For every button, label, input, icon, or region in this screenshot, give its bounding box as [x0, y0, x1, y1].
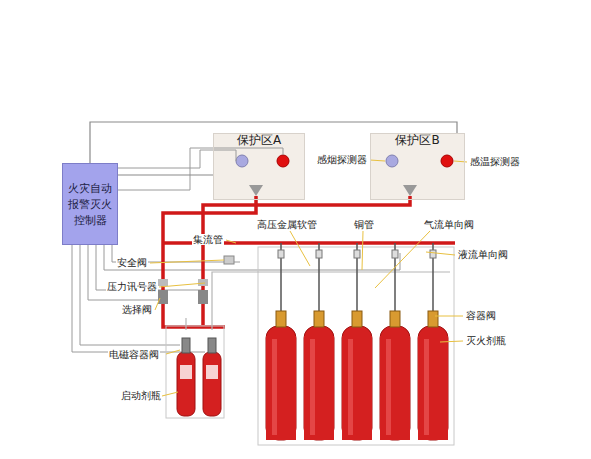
smoke-detector: [236, 155, 248, 167]
selector-valve: [158, 279, 168, 286]
protection-zone: 保护区A: [213, 133, 305, 200]
check-valve: [354, 250, 360, 258]
leader-lines: [166, 350, 180, 354]
check-valve: [392, 250, 398, 258]
part-label: 容器阀: [465, 310, 497, 321]
agent-cylinder-body: [418, 336, 448, 440]
safety-valve: [224, 256, 234, 264]
leader-lines: [375, 231, 430, 288]
starter-cylinder: [203, 352, 221, 416]
nozzle: [403, 185, 417, 196]
leader-lines: [440, 341, 463, 342]
part-label: 电磁容器阀: [108, 349, 160, 360]
signal-wires: [72, 245, 205, 352]
agent-cylinder-body: [342, 336, 372, 440]
container-valve: [390, 311, 400, 327]
agent-cylinder: [418, 326, 448, 440]
leader-lines: [454, 161, 467, 162]
part-label: 铜管: [353, 219, 375, 230]
signal-wires: [118, 150, 236, 168]
check-valve: [316, 250, 322, 258]
wire-line: [118, 174, 213, 175]
signal-wires: [118, 148, 283, 190]
zone-ground: [370, 133, 465, 200]
smoke-detector: [386, 155, 398, 167]
signal-wires: [88, 245, 163, 300]
container-valve: [352, 311, 362, 327]
leader-lines: [155, 298, 160, 310]
agent-cylinder-body: [380, 336, 410, 440]
leader-lines: [290, 231, 310, 266]
controller-label: 火灾自动报警灭火控制器: [68, 180, 112, 229]
leader-lines: [150, 260, 224, 263]
signal-wires: [72, 148, 400, 352]
part-label: 感烟探测器: [316, 154, 368, 165]
copper-tube: [186, 272, 450, 330]
container-valve: [276, 311, 286, 327]
highlight: [386, 339, 391, 435]
agent-rack: [258, 247, 454, 445]
signal-wires: [80, 245, 180, 345]
agent-cylinder-body: [266, 336, 296, 440]
signal-wires: [104, 245, 400, 270]
part-label: 安全阀: [116, 257, 148, 268]
highlight: [348, 339, 353, 435]
container-valve: [314, 311, 324, 327]
highlight: [424, 339, 429, 435]
copper-tube: [212, 272, 450, 330]
agent-cylinder: [266, 326, 296, 440]
solenoid-valve: [208, 338, 216, 353]
leader-lines: [159, 283, 205, 287]
part-label: 灭火剂瓶: [465, 335, 507, 346]
controller-box: 火灾自动报警灭火控制器: [62, 163, 118, 245]
starter-cylinder: [177, 352, 195, 416]
agent-cylinder: [304, 326, 334, 440]
part-label: 液流单向阀: [457, 249, 509, 260]
selector-valve: [198, 290, 208, 304]
part-label: 气流单向阀: [423, 219, 475, 230]
signal-wire: [118, 175, 213, 176]
red-pipes: [203, 196, 410, 325]
nozzle: [249, 185, 263, 196]
leader-lines: [435, 316, 463, 317]
container-valve: [428, 311, 438, 327]
protection-zone: 保护区B: [370, 133, 465, 200]
highlight: [310, 339, 315, 435]
agent-cylinder: [342, 326, 372, 440]
cylinder-tag: [206, 365, 218, 379]
selector-valve: [158, 279, 208, 304]
starter-rack: [166, 326, 224, 418]
cylinders: [177, 243, 448, 440]
leader-lines: [362, 231, 363, 270]
agent-cylinder-body: [304, 336, 334, 440]
selector-valve: [198, 279, 208, 286]
part-label: 感温探测器: [469, 156, 521, 167]
zone-title: 保护区A: [214, 133, 304, 147]
zone-title: 保护区B: [371, 133, 464, 147]
leader-lines: [150, 160, 467, 396]
red-pipes: [163, 196, 455, 327]
part-label: 启动剂瓶: [120, 390, 162, 401]
part-label: 选择阀: [121, 304, 153, 315]
heat-detector: [441, 155, 453, 167]
part-label: 集流管: [192, 234, 224, 245]
highlight: [272, 339, 277, 435]
solenoid-valve: [182, 338, 190, 353]
selector-valve: [158, 290, 168, 304]
leader-lines: [370, 160, 385, 161]
leader-lines: [226, 240, 236, 243]
part-label: 压力讯号器: [106, 281, 158, 292]
check-valve: [430, 250, 436, 258]
leader-lines: [162, 392, 178, 396]
heat-detector: [277, 155, 289, 167]
zone-ground: [213, 133, 305, 200]
check-valve: [278, 250, 284, 258]
agent-cylinder: [380, 326, 410, 440]
cylinder-tag: [180, 365, 192, 379]
leader-lines: [426, 252, 455, 255]
copper-tube: [185, 318, 186, 330]
part-label: 高压金属软管: [256, 219, 318, 230]
